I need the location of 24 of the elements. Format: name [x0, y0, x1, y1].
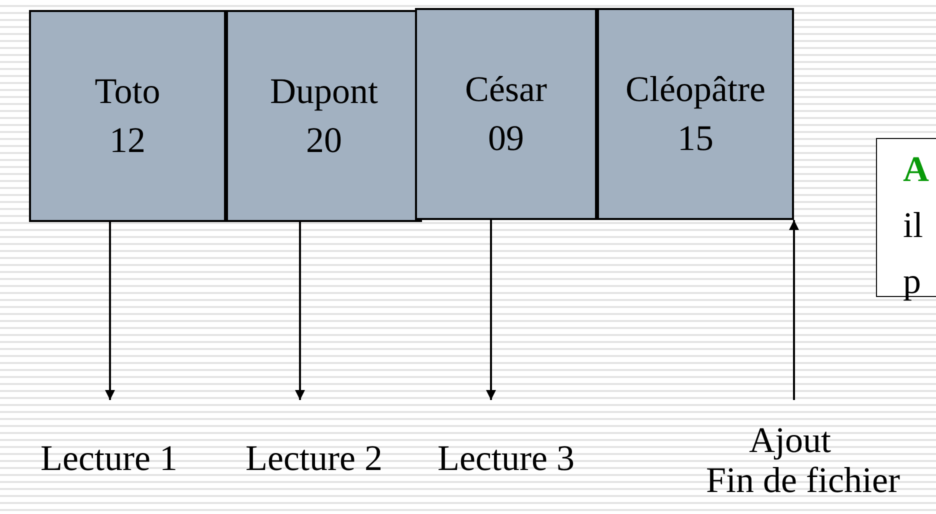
arrow: [295, 222, 305, 400]
read-label: Lecture 1: [40, 438, 178, 478]
record-cell: [29, 10, 226, 222]
record-cell: [597, 8, 794, 220]
note-text: p: [903, 260, 921, 303]
note-text: A: [903, 148, 929, 191]
record-cell: [415, 8, 597, 220]
note-text: il: [903, 204, 924, 247]
record-name: César: [465, 68, 547, 112]
read-label: Lecture 2: [246, 438, 382, 478]
arrow: [486, 220, 496, 400]
record-name: Cléopâtre: [626, 68, 766, 112]
record-value: 20: [306, 119, 342, 162]
append-label: Ajout: [748, 420, 831, 460]
arrow: [789, 220, 799, 400]
record-name: Dupont: [270, 70, 378, 114]
arrow: [105, 222, 115, 400]
record-value: 15: [678, 117, 714, 160]
record-name: Toto: [94, 70, 160, 114]
end-of-file-label: Fin de fichier: [706, 460, 900, 500]
record-value: 09: [488, 117, 524, 160]
record-value: 12: [110, 119, 146, 162]
record-cell: [226, 10, 422, 222]
read-label: Lecture 3: [438, 438, 574, 478]
